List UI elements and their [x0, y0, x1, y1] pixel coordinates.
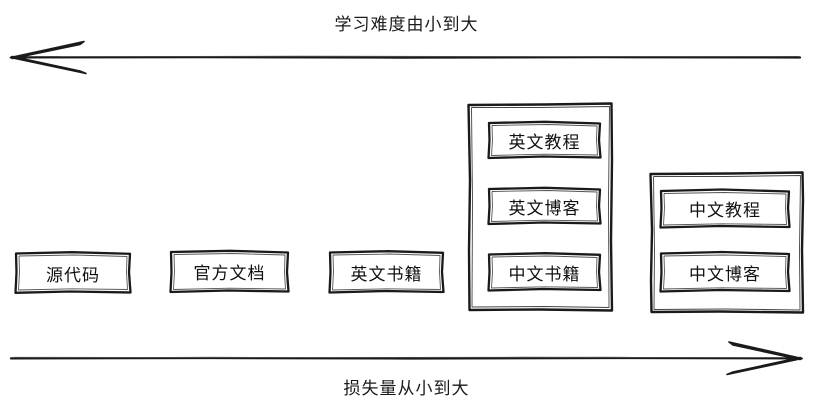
- node-english-blog[interactable]: 英文博客: [508, 198, 581, 219]
- bottom-axis-label: 损失量从小到大: [343, 379, 470, 399]
- top-axis-line: [10, 55, 802, 59]
- node-source-code[interactable]: 源代码: [46, 265, 100, 286]
- node-chinese-tutorial[interactable]: 中文教程: [689, 201, 761, 221]
- arrow-right-icon: [726, 341, 803, 376]
- bottom-axis-line: [9, 356, 802, 360]
- arrow-left-icon: [9, 40, 87, 75]
- node-english-tutorial[interactable]: 英文教程: [508, 132, 581, 153]
- node-chinese-blog[interactable]: 中文博客: [689, 264, 761, 285]
- node-english-books[interactable]: 英文书籍: [350, 264, 423, 285]
- node-official-docs[interactable]: 官方文档: [193, 263, 266, 284]
- node-chinese-books[interactable]: 中文书籍: [508, 264, 581, 285]
- top-axis-label: 学习难度由小到大: [334, 15, 479, 35]
